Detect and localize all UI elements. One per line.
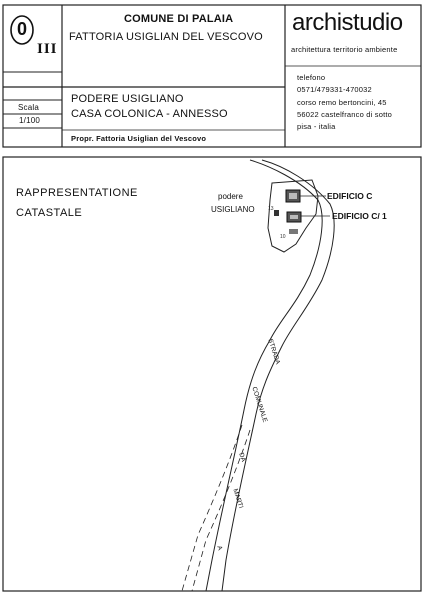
studio-tagline: architettura territorio ambiente [291,45,398,54]
small-shed [274,210,279,216]
edificio-c-label: EDIFICIO C [327,191,373,201]
proprietario: Propr. Fattoria Usiglian del Vescovo [71,134,207,143]
podere-label-1: podere [218,192,243,201]
studio-name: archistudio [292,9,403,36]
address-line-3: pisa - italia [297,122,336,131]
scale-value: 1/100 [19,116,41,125]
map-title-1: RAPPRESENTATIONE [16,187,138,199]
fattoria-title: FATTORIA USIGLIAN DEL VESCOVO [69,31,263,43]
address-line-1: corso remo bertoncini, 45 [297,98,387,107]
dashed-path-1 [181,424,243,592]
comune-title: COMUNE DI PALAIA [124,13,234,25]
telefono-label: telefono [297,73,326,82]
address-line-2: 56022 castelfranco di sotto [297,110,393,119]
dashed-path-2 [191,429,251,592]
podere-label-2: USIGLIANO [211,205,255,214]
sheet-circle [10,15,34,45]
telefono: 0571/479331-470032 [297,85,372,94]
podere-title: PODERE USIGLIANO [71,93,184,105]
svg-text:10: 10 [280,234,286,240]
road-left-edge [205,159,323,592]
casa-title: CASA COLONICA - ANNESSO [71,108,228,120]
road-right-edge [221,159,335,592]
parcel-outline [267,179,319,253]
svg-text:13: 13 [268,206,274,212]
small-structure [289,229,298,234]
scale-label: Scala [18,103,40,112]
sheet-code: 0 [16,19,27,39]
map-title-2: CATASTALE [16,207,83,219]
edificio-c1-label: EDIFICIO C/ 1 [332,211,387,221]
sheet-roman: III [37,41,58,57]
